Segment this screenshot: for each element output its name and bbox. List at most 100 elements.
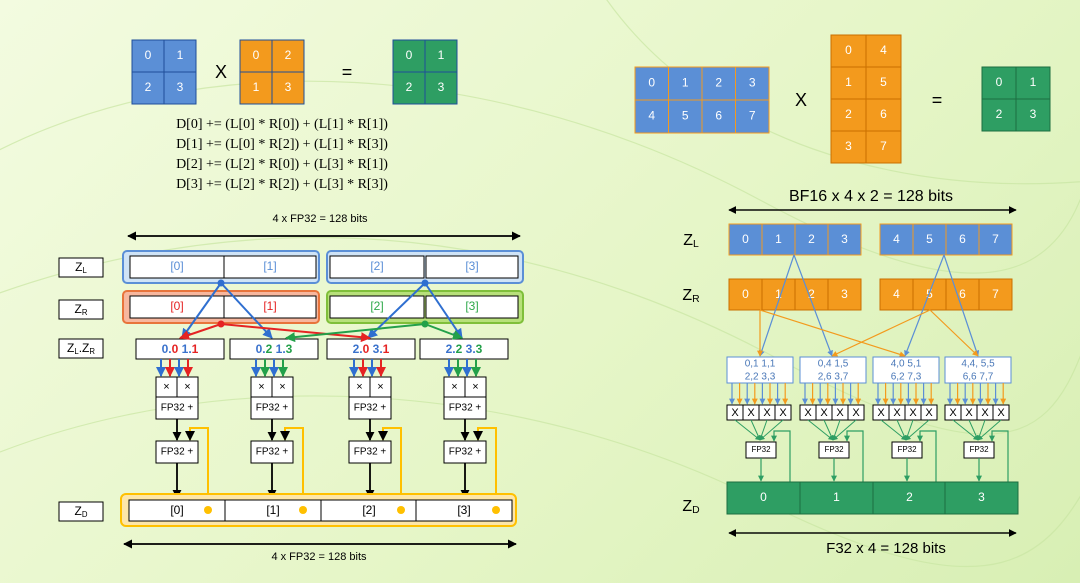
mult-symbol: × xyxy=(377,381,383,393)
r-zl-cell xyxy=(879,223,914,256)
r-mult-link xyxy=(880,419,907,441)
r-zl-value: 2 xyxy=(808,232,815,246)
zl-cell-label: [2] xyxy=(370,259,383,273)
r-pair-top: 0,4 1,5 xyxy=(818,359,849,370)
rmat-l-value: 2 xyxy=(715,76,722,90)
rmat-r-value: 0 xyxy=(845,43,852,57)
r-zl-cell xyxy=(978,223,1013,256)
r-zl-cell xyxy=(728,223,763,256)
r-x-mark: X xyxy=(836,407,844,419)
r-fp32-label: FP32 xyxy=(897,445,917,454)
matrix-cell-value: 0 xyxy=(145,48,152,62)
r-zl-value: 4 xyxy=(893,232,900,246)
r-x-mark: X xyxy=(763,407,771,419)
rmat-l-cell xyxy=(668,66,703,101)
r-times-symbol: X xyxy=(795,90,807,110)
rmat-l-cell xyxy=(701,66,736,101)
rmat-d-value: 2 xyxy=(996,107,1003,121)
mult-symbol: × xyxy=(356,381,362,393)
row-label: ZL xyxy=(58,257,104,278)
r-mult-link xyxy=(759,419,784,441)
equation-line: D[2] += (L[2] * R[0]) + (L[3] * R[1]) xyxy=(176,157,388,172)
equation-line: D[1] += (L[0] * R[2]) + (L[1] * R[3]) xyxy=(176,137,388,152)
r-zr-cell xyxy=(879,278,914,311)
blue-node xyxy=(421,279,429,287)
zd-cell-label: [3] xyxy=(457,503,470,517)
matrix-cell xyxy=(392,71,426,105)
rmat-r-value: 7 xyxy=(880,139,887,153)
r-pair-rect xyxy=(872,356,940,384)
r-zl-value: 5 xyxy=(926,232,933,246)
product-cell: 0.2 1.3 xyxy=(229,338,319,360)
product-label: 2.2 3.3 xyxy=(446,342,483,356)
r-mult-link xyxy=(952,419,979,441)
r-zl-value: 3 xyxy=(841,232,848,246)
r-pair-rect xyxy=(799,356,867,384)
r-pair-bot: 6,2 7,3 xyxy=(891,372,922,383)
product-label: 0.0 1.1 xyxy=(162,342,199,356)
mult-symbol: × xyxy=(472,381,478,393)
zl-cell-label: [0] xyxy=(170,259,183,273)
feedback-loop xyxy=(378,427,402,510)
r-zr-cell xyxy=(794,278,829,311)
zr-cell-label: [3] xyxy=(465,299,478,313)
rmat-d-cell xyxy=(1015,98,1051,132)
product-label: 2.0 3.1 xyxy=(353,342,390,356)
rmat-r-cell xyxy=(830,66,867,100)
blue-link xyxy=(424,282,463,339)
fp-accum-label: FP32 + xyxy=(161,447,194,458)
row-label-text: ZL.ZR xyxy=(67,341,95,356)
matrix-cell-value: 2 xyxy=(285,48,292,62)
rmat-d-value: 1 xyxy=(1030,75,1037,89)
feedback-loop xyxy=(280,427,304,510)
r-x-mark: X xyxy=(820,407,828,419)
rmat-l-cell xyxy=(735,66,770,101)
r-x-mark: X xyxy=(893,407,901,419)
green-link xyxy=(424,323,463,340)
feedback-loop xyxy=(473,427,497,510)
rmat-r-cell xyxy=(865,98,902,132)
matrix-cell xyxy=(424,39,458,73)
zr-cell-label: [2] xyxy=(370,299,383,313)
row-label-text: ZD xyxy=(75,504,88,519)
r-blue-cross xyxy=(793,254,833,357)
compute-column: ××FP32 +FP32 + xyxy=(155,359,212,514)
r-zl-cell xyxy=(945,223,980,256)
rmat-l-value: 3 xyxy=(749,76,756,90)
r-mult-link xyxy=(968,419,979,441)
equation-line: D[3] += (L[2] * R[2]) + (L[3] * R[3]) xyxy=(176,177,388,192)
red-link xyxy=(179,323,222,340)
r-x-mark: X xyxy=(852,407,860,419)
zr-cell-label: [0] xyxy=(170,299,183,313)
zl-cell-label: [3] xyxy=(465,259,478,273)
matrix-cell-value: 1 xyxy=(177,48,184,62)
feedback-loop xyxy=(185,427,209,510)
r-pair-rect xyxy=(944,356,1012,384)
zl-cell xyxy=(223,255,317,279)
r-zr-value: 4 xyxy=(893,287,900,301)
r-zr-value: 2 xyxy=(808,287,815,301)
rmat-r-cell xyxy=(830,98,867,132)
width-label-bottom: 4 x FP32 = 128 bits xyxy=(271,551,367,563)
matrix-cell xyxy=(131,71,165,105)
zr-cell xyxy=(329,295,425,319)
rmat-l-value: 5 xyxy=(682,109,689,123)
r-zr-value: 3 xyxy=(841,287,848,301)
fp-accum-label: FP32 + xyxy=(354,447,387,458)
r-zl-label: ZL xyxy=(683,232,699,250)
blue-node xyxy=(217,279,225,287)
compute-column: ××FP32 +FP32 + xyxy=(250,359,307,514)
r-blue-cross xyxy=(943,254,980,357)
row-label: ZL.ZR xyxy=(58,338,104,359)
row-label-box xyxy=(58,257,104,278)
r-pair-top: 0,1 1,1 xyxy=(745,359,776,370)
r-zr-value: 7 xyxy=(992,287,999,301)
r-pair-top: 4,4, 5,5 xyxy=(961,359,995,370)
r-pair-bot: 2,6 3,7 xyxy=(818,372,849,383)
matrix-cell xyxy=(271,39,305,73)
